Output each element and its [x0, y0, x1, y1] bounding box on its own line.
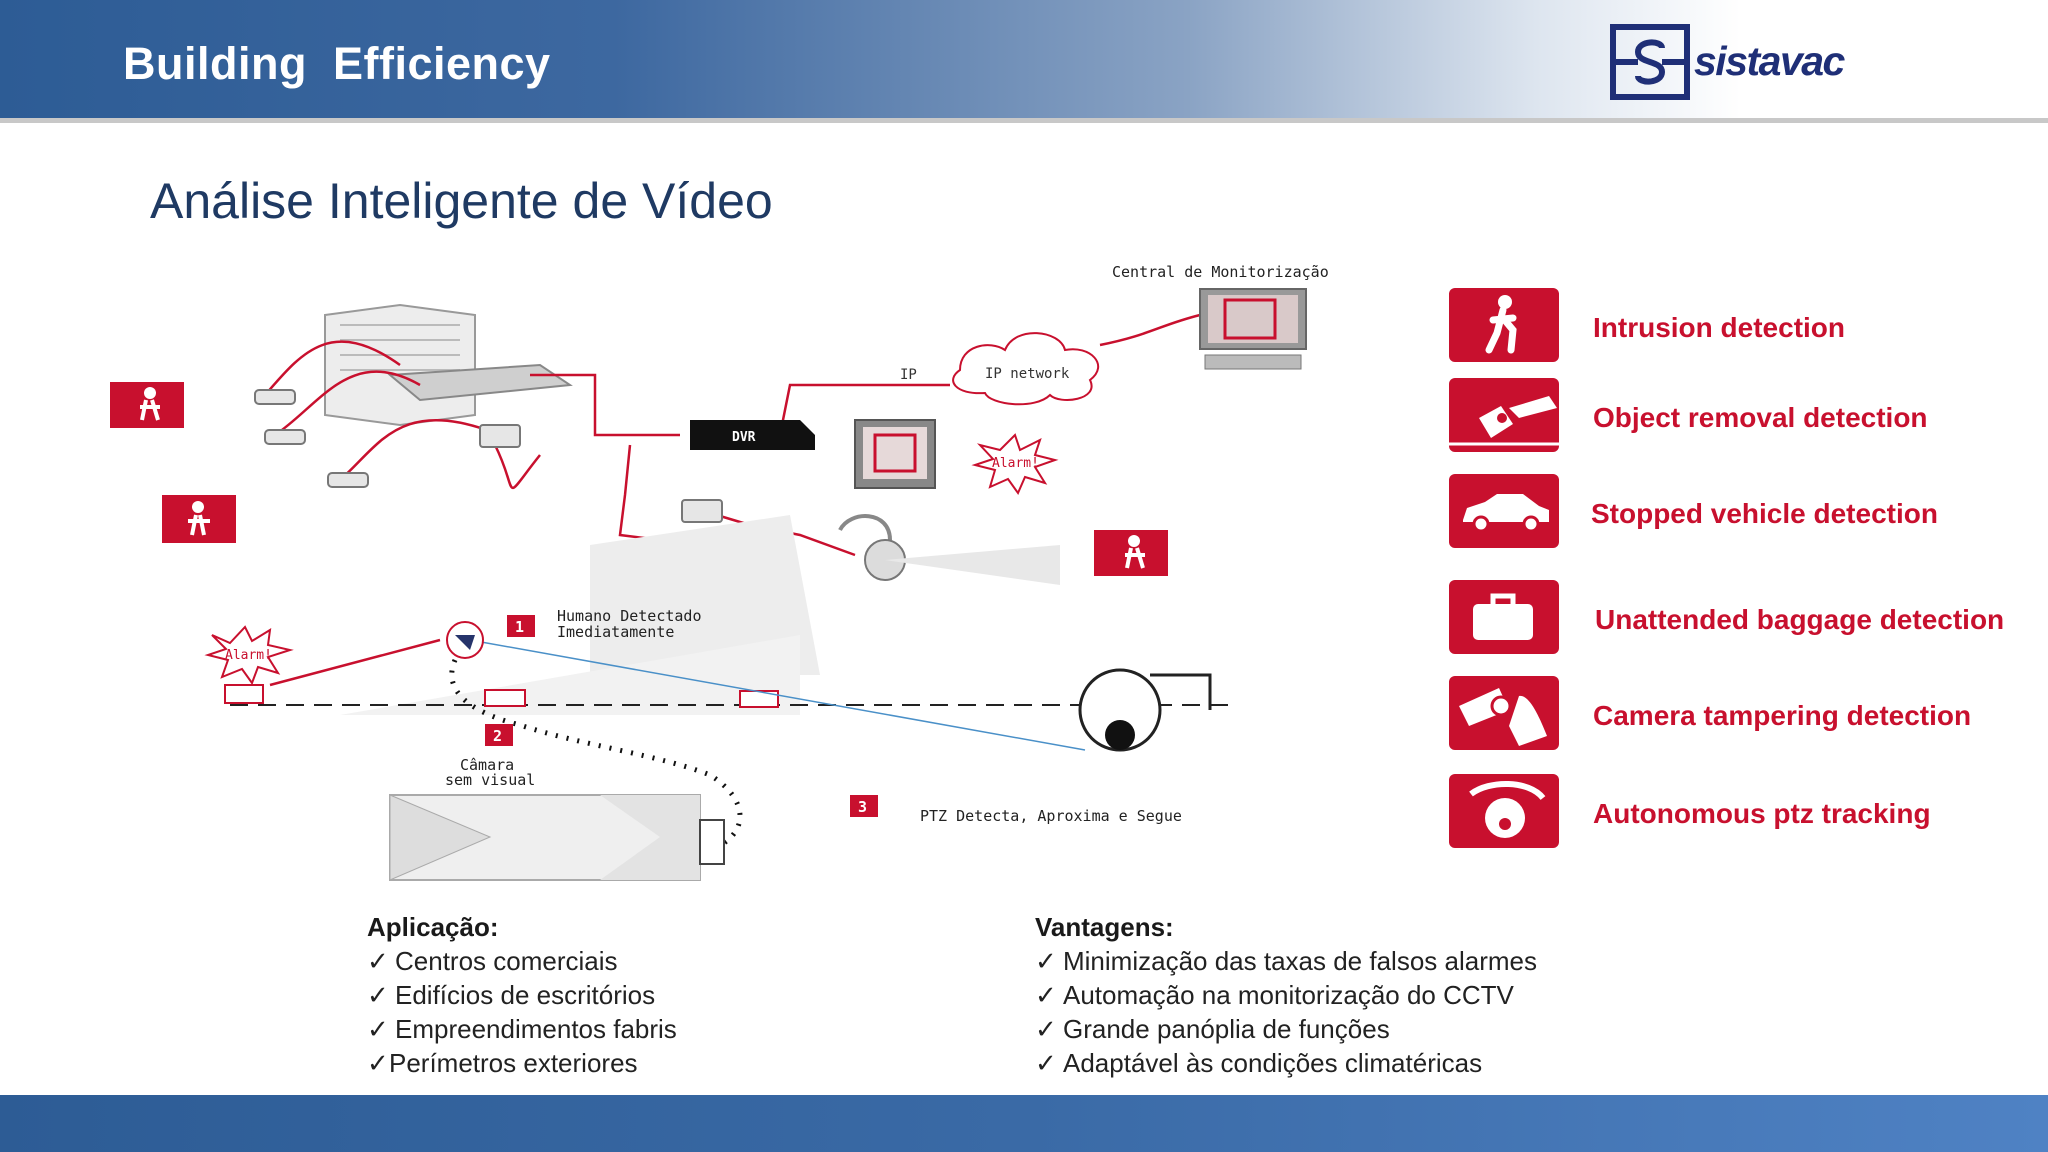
list-item-text: Perímetros exteriores	[389, 1048, 638, 1078]
header-title: Building Efficiency	[123, 38, 551, 89]
feature-label: Object removal detection	[1593, 402, 1928, 433]
alarm-burst: Alarm!	[971, 433, 1059, 496]
footer-bar	[0, 1095, 2048, 1152]
ip-network-label: IP network	[985, 366, 1070, 382]
alarm-label-left: Alarm!	[225, 648, 272, 663]
list-item-text: Minimização das taxas de falsos alarmes	[1063, 946, 1537, 976]
list-item: ✓Perímetros exteriores	[367, 1046, 677, 1080]
alarm-label: Alarm!	[992, 456, 1039, 471]
intrusion-sign	[1094, 530, 1168, 576]
list-item: ✓Edifícios de escritórios	[367, 978, 677, 1012]
list-item-text: Empreendimentos fabris	[395, 1014, 677, 1044]
feature-unattended-baggage: Unattended baggage detection	[1447, 580, 2027, 658]
step2-text-line1: Câmara	[460, 756, 514, 774]
feature-intrusion: Intrusion detection	[1447, 288, 2027, 366]
dvr-label: DVR	[732, 430, 756, 445]
logo-text: sistavac	[1694, 38, 1845, 84]
check-icon: ✓	[1035, 980, 1057, 1010]
ip-label: IP	[900, 367, 917, 383]
local-monitor	[854, 419, 936, 489]
cctv-diagram: DVR Alarm! IP network IP Central de Moni…	[110, 263, 1329, 881]
feature-label: Unattended baggage detection	[1595, 604, 2005, 635]
check-icon: ✓	[1035, 946, 1057, 976]
vantagens-block: Vantagens: ✓Minimização das taxas de fal…	[1035, 910, 1537, 1080]
ptz-camera-icon	[1449, 774, 1559, 848]
step3-number: 3	[858, 798, 867, 816]
object-removal-icon	[1449, 378, 1559, 452]
sistavac-logo: sistavac	[1610, 24, 1890, 100]
list-item: ✓Adaptável às condições climatéricas	[1035, 1046, 1537, 1080]
check-icon: ✓	[367, 980, 389, 1010]
step1-text-line2: Imediatamente	[557, 623, 674, 641]
list-item: ✓Centros comerciais	[367, 944, 677, 978]
server-rack-illustration	[324, 303, 573, 427]
check-icon: ✓	[367, 1014, 389, 1044]
list-item: ✓Minimização das taxas de falsos alarmes	[1035, 944, 1537, 978]
check-icon: ✓	[1035, 1048, 1057, 1078]
baggage-icon	[1449, 580, 1559, 654]
detection-scene: 1 Humano Detectado Imediatamente 2 Câmar…	[204, 515, 1230, 881]
sistavac-logo-mark	[1610, 24, 1690, 100]
step2-text-line2: sem visual	[445, 771, 535, 789]
feature-label: Intrusion detection	[1593, 312, 1845, 343]
list-item-text: Grande panóplia de funções	[1063, 1014, 1390, 1044]
check-icon: ✓	[1035, 1014, 1057, 1044]
car-icon	[1449, 474, 1559, 548]
central-monitoring: Central de Monitorização	[1112, 263, 1329, 370]
list-item-text: Edifícios de escritórios	[395, 980, 656, 1010]
feature-camera-tampering: Camera tampering detection	[1447, 676, 2027, 754]
ip-network-cloud: IP network IP	[900, 332, 1099, 406]
aplicacao-block: Aplicação: ✓Centros comerciais ✓Edifício…	[367, 910, 677, 1080]
feature-label: Autonomous ptz tracking	[1593, 798, 1931, 829]
central-label: Central de Monitorização	[1112, 263, 1329, 281]
step2-number: 2	[493, 727, 502, 745]
vantagens-heading: Vantagens:	[1035, 912, 1174, 942]
list-item: ✓Automação na monitorização do CCTV	[1035, 978, 1537, 1012]
check-icon: ✓	[367, 946, 389, 976]
step1-text-line1: Humano Detectado	[557, 607, 702, 625]
ptz-camera-small	[838, 514, 1060, 585]
list-item-text: Centros comerciais	[395, 946, 618, 976]
list-item-text: Automação na monitorização do CCTV	[1063, 980, 1514, 1010]
feature-label: Stopped vehicle detection	[1591, 498, 1938, 529]
feature-stopped-vehicle: Stopped vehicle detection	[1447, 474, 2027, 552]
step1-number: 1	[515, 618, 524, 636]
intrusion-icon	[1449, 288, 1559, 362]
list-item: ✓Grande panóplia de funções	[1035, 1012, 1537, 1046]
page-title: Análise Inteligente de Vídeo	[150, 173, 773, 229]
feature-object-removal: Object removal detection	[1447, 378, 2027, 456]
step3-text: PTZ Detecta, Aproxima e Segue	[920, 807, 1182, 825]
header-bar: Building Efficiency sistavac	[0, 0, 2048, 123]
list-item: ✓Empreendimentos fabris	[367, 1012, 677, 1046]
feature-label: Camera tampering detection	[1593, 700, 1972, 731]
cctv-cameras	[254, 389, 723, 523]
list-item-text: Adaptável às condições climatéricas	[1063, 1048, 1483, 1078]
aplicacao-heading: Aplicação:	[367, 912, 499, 942]
check-icon: ✓	[367, 1048, 389, 1078]
intrusion-sign	[162, 495, 236, 543]
dvr-box: DVR	[690, 420, 815, 450]
feature-ptz-tracking: Autonomous ptz tracking	[1447, 774, 2027, 852]
camera-tamper-icon	[1449, 676, 1559, 750]
intrusion-sign	[110, 382, 184, 428]
